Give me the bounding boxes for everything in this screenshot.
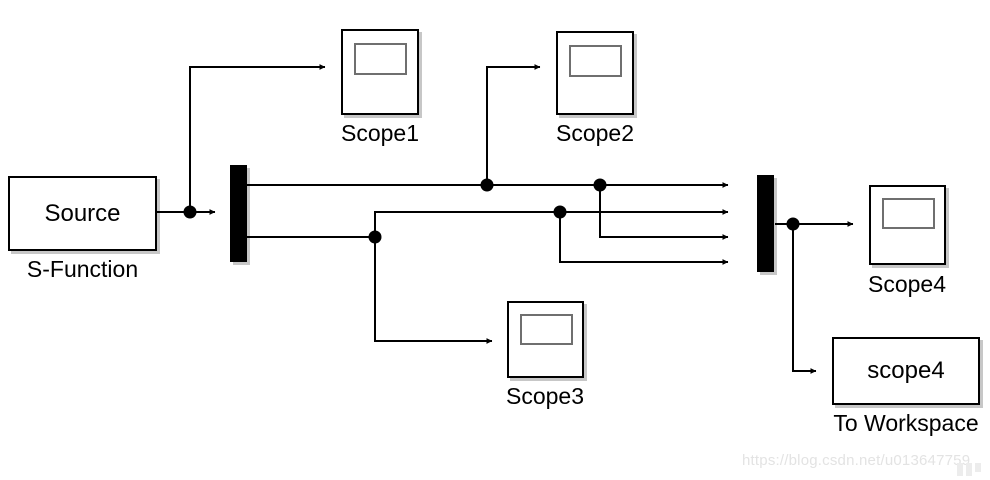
scope1-caption: Scope1	[340, 120, 419, 146]
to-workspace-block[interactable]: scope4	[832, 337, 980, 405]
scope2-screen	[569, 45, 622, 77]
wire-source-to-scope1	[188, 64, 326, 212]
wire-demux-out2-to-scope3	[373, 237, 493, 344]
wire-demux-out2-run	[373, 210, 560, 237]
scope4-caption: Scope4	[867, 271, 946, 297]
junction-dots	[183, 178, 800, 244]
junction-dot-mux-out	[786, 217, 800, 231]
scope4-block[interactable]	[869, 185, 946, 265]
watermark-text: https://blog.csdn.net/u013647759	[742, 452, 971, 469]
demux-block[interactable]	[230, 165, 247, 262]
scope1-block[interactable]	[341, 29, 419, 115]
watermark-logo-icon	[957, 463, 983, 476]
wire-demux-out1-to-scope2	[485, 64, 541, 185]
scope2-caption: Scope2	[555, 120, 634, 146]
wire-mux-to-to-workspace	[791, 224, 817, 374]
junction-dot-mux-in1-tap	[593, 178, 607, 192]
source-block-label: Source	[44, 199, 121, 227]
junction-dot-mux-in2-tap	[553, 205, 567, 219]
junction-dot-scope3-tap	[368, 230, 382, 244]
scope2-block[interactable]	[556, 31, 634, 115]
junction-dot-scope2-tap	[480, 178, 494, 192]
scope3-caption: Scope3	[505, 383, 584, 409]
scope3-block[interactable]	[507, 301, 584, 378]
junction-dot-source	[183, 205, 197, 219]
mux-block[interactable]	[757, 175, 774, 272]
scope4-screen	[882, 198, 935, 229]
to-workspace-block-label: scope4	[867, 356, 945, 384]
source-block-caption: S-Function	[26, 256, 139, 282]
scope3-screen	[520, 314, 573, 345]
wire-demux-out2-to-mux-in4	[558, 212, 729, 265]
to-workspace-caption: To Workspace	[833, 410, 979, 436]
source-block[interactable]: Source	[8, 176, 157, 251]
wire-demux-out1-to-mux-in3	[598, 185, 729, 240]
scope1-screen	[354, 43, 407, 75]
